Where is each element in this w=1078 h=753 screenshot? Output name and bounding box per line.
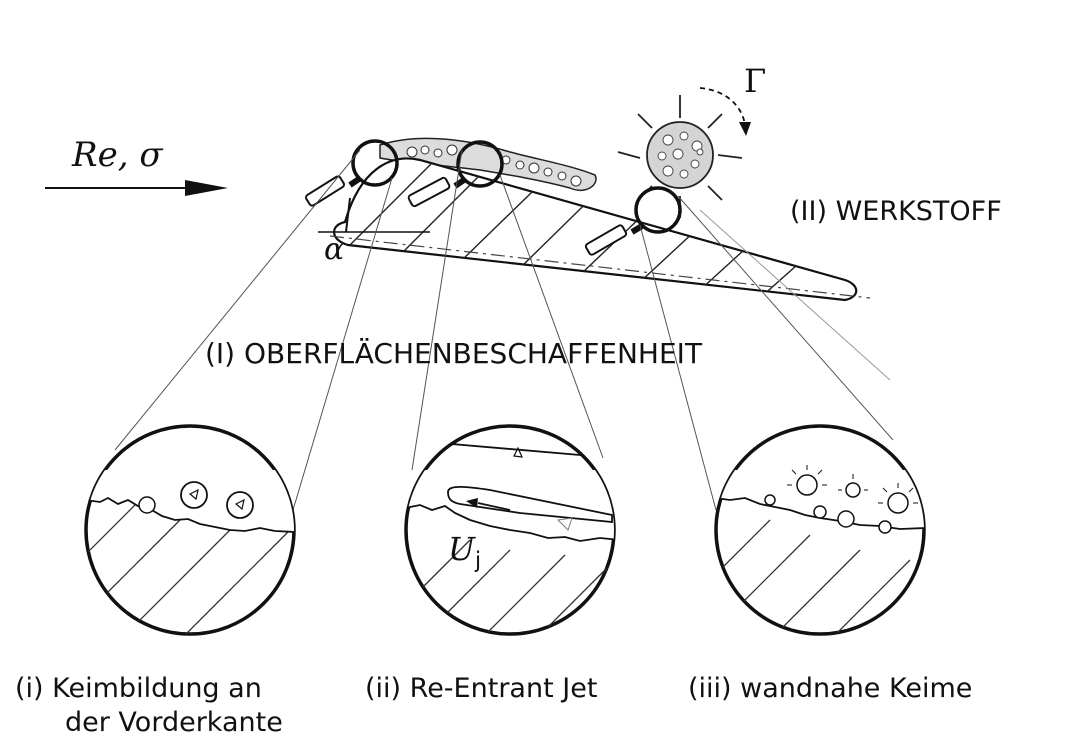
detail-circle-re-entrant-jet (404, 424, 616, 636)
circulation-label: Γ (744, 62, 767, 100)
magnifier-icon (584, 186, 682, 256)
flow-arrow-icon (45, 180, 228, 196)
caption-near-wall-nuclei: (iii) wandnahe Keime (688, 672, 972, 706)
sun-bubble-cloud-icon (617, 95, 743, 218)
material-label: (II) WERKSTOFF (790, 196, 1002, 227)
jet-velocity-subscript: j (474, 548, 482, 574)
caption-re-entrant-jet-line1: (ii) Re-Entrant Jet (365, 673, 598, 704)
rotation-arrow-icon (699, 87, 751, 136)
caption-re-entrant-jet: (ii) Re-Entrant Jet (365, 672, 597, 706)
angle-label: α (324, 232, 345, 267)
caption-leading-edge-line1: (i) Keimbildung an (15, 673, 262, 704)
caption-leading-edge: (i) Keimbildung an der Vorderkante (15, 672, 283, 740)
jet-velocity-symbol: U (448, 530, 475, 568)
flow-label: Re, σ (72, 135, 163, 175)
cavity-cloud (379, 137, 597, 192)
caption-near-wall-nuclei-line1: (iii) wandnahe Keime (688, 673, 973, 704)
detail-circle-leading-edge (84, 424, 296, 636)
caption-leading-edge-line2: der Vorderkante (65, 707, 283, 738)
detail-circle-near-wall-nuclei (714, 424, 926, 636)
magnifier-icon (304, 139, 399, 207)
surface-label: (I) OBERFLÄCHENBESCHAFFENHEIT (205, 337, 703, 370)
leader-lines (114, 149, 894, 511)
jet-velocity-label: Uj (448, 530, 481, 573)
